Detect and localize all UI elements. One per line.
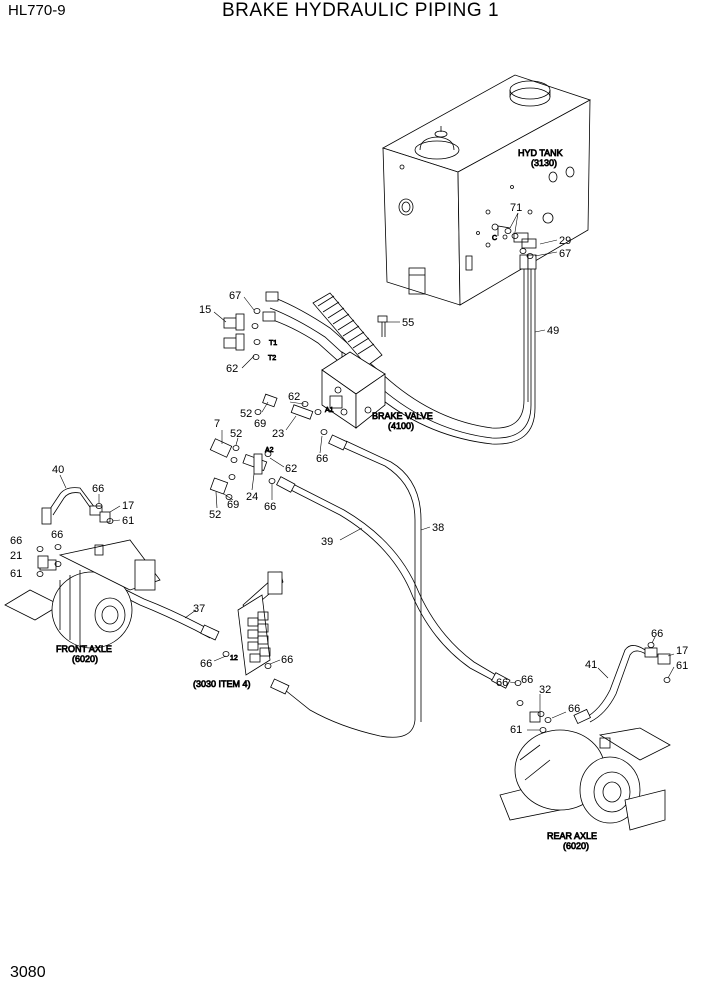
callout: 61	[122, 515, 134, 527]
callout: 66	[651, 628, 663, 640]
callout: 66	[521, 674, 533, 686]
callout: 61	[510, 724, 522, 736]
callout: 66	[568, 703, 580, 715]
hyd-tank-ref: (3130)	[531, 158, 557, 168]
callout: 37	[193, 603, 205, 615]
manifold-ref: (3030 ITEM 4)	[193, 679, 251, 689]
callout: 66	[496, 677, 508, 689]
hose-39	[276, 476, 511, 689]
callout: 66	[92, 483, 104, 495]
callout: 69	[227, 499, 239, 511]
callout: 38	[432, 522, 444, 534]
callout: 61	[676, 660, 688, 672]
rear-axle	[499, 727, 671, 831]
front-axle	[4, 539, 161, 649]
leader-lines	[59, 212, 675, 731]
fittings	[37, 313, 671, 723]
hyd-tank	[381, 74, 591, 306]
hyd-tank-name: HYD TANK	[518, 148, 563, 158]
callout: 49	[547, 325, 559, 337]
callout: 32	[539, 684, 551, 696]
callout: 67	[229, 290, 241, 302]
front-axle-name: FRONT AXLE	[56, 644, 112, 654]
hose-49	[262, 254, 537, 445]
callout: 66	[264, 501, 276, 513]
hose-41	[573, 645, 658, 725]
callout: 24	[246, 491, 258, 503]
brake-valve-ref: (4100)	[388, 421, 414, 431]
callout: 41	[585, 659, 597, 671]
callout: 66	[51, 529, 63, 541]
callout: 17	[676, 645, 688, 657]
port-12: 12	[230, 655, 238, 662]
callout-numbers: 71 29 67 49 55 67 15 62 52 69 62 23 7 52…	[10, 202, 688, 736]
hose-38	[270, 434, 422, 738]
page-title: BRAKE HYDRAULIC PIPING 1	[222, 0, 500, 21]
callout: 29	[559, 235, 571, 247]
hose-37	[109, 583, 220, 641]
port-a2: A2	[265, 447, 274, 454]
callout: 62	[285, 463, 297, 475]
callout: 66	[316, 453, 328, 465]
callout: 62	[288, 391, 300, 403]
brake-valve	[321, 351, 386, 429]
o-rings	[36, 228, 671, 733]
port-t1: T1	[269, 340, 277, 347]
rear-axle-name: REAR AXLE	[547, 831, 597, 841]
callout: 52	[209, 509, 221, 521]
model-label: HL770-9	[8, 2, 66, 19]
port-a1: A1	[325, 407, 334, 414]
callout: 40	[52, 464, 64, 476]
callout: 15	[199, 304, 211, 316]
front-axle-ref: (6020)	[72, 654, 98, 664]
rear-axle-ref: (6020)	[563, 841, 589, 851]
callout: 67	[559, 248, 571, 260]
callout: 7	[214, 418, 220, 430]
brake-valve-name: BRAKE VALVE	[372, 411, 433, 421]
callout: 23	[272, 428, 284, 440]
hose-40	[41, 487, 103, 525]
callout: 21	[10, 550, 22, 562]
callout: 55	[402, 317, 414, 329]
callout: 62	[226, 363, 238, 375]
callout: 52	[240, 408, 252, 420]
callout: 71	[510, 202, 522, 214]
callout: 69	[254, 418, 266, 430]
callout: 66	[10, 535, 22, 547]
page-number: 3080	[10, 964, 46, 981]
callout: 66	[281, 654, 293, 666]
callout: 66	[200, 658, 212, 670]
callout: 17	[122, 500, 134, 512]
callout: 52	[230, 428, 242, 440]
callout: 39	[321, 536, 333, 548]
tank-port-c: C	[492, 235, 497, 242]
port-t2: T2	[268, 355, 276, 362]
manifold-block	[237, 571, 284, 676]
callout: 61	[10, 568, 22, 580]
bolt-55	[377, 315, 388, 337]
